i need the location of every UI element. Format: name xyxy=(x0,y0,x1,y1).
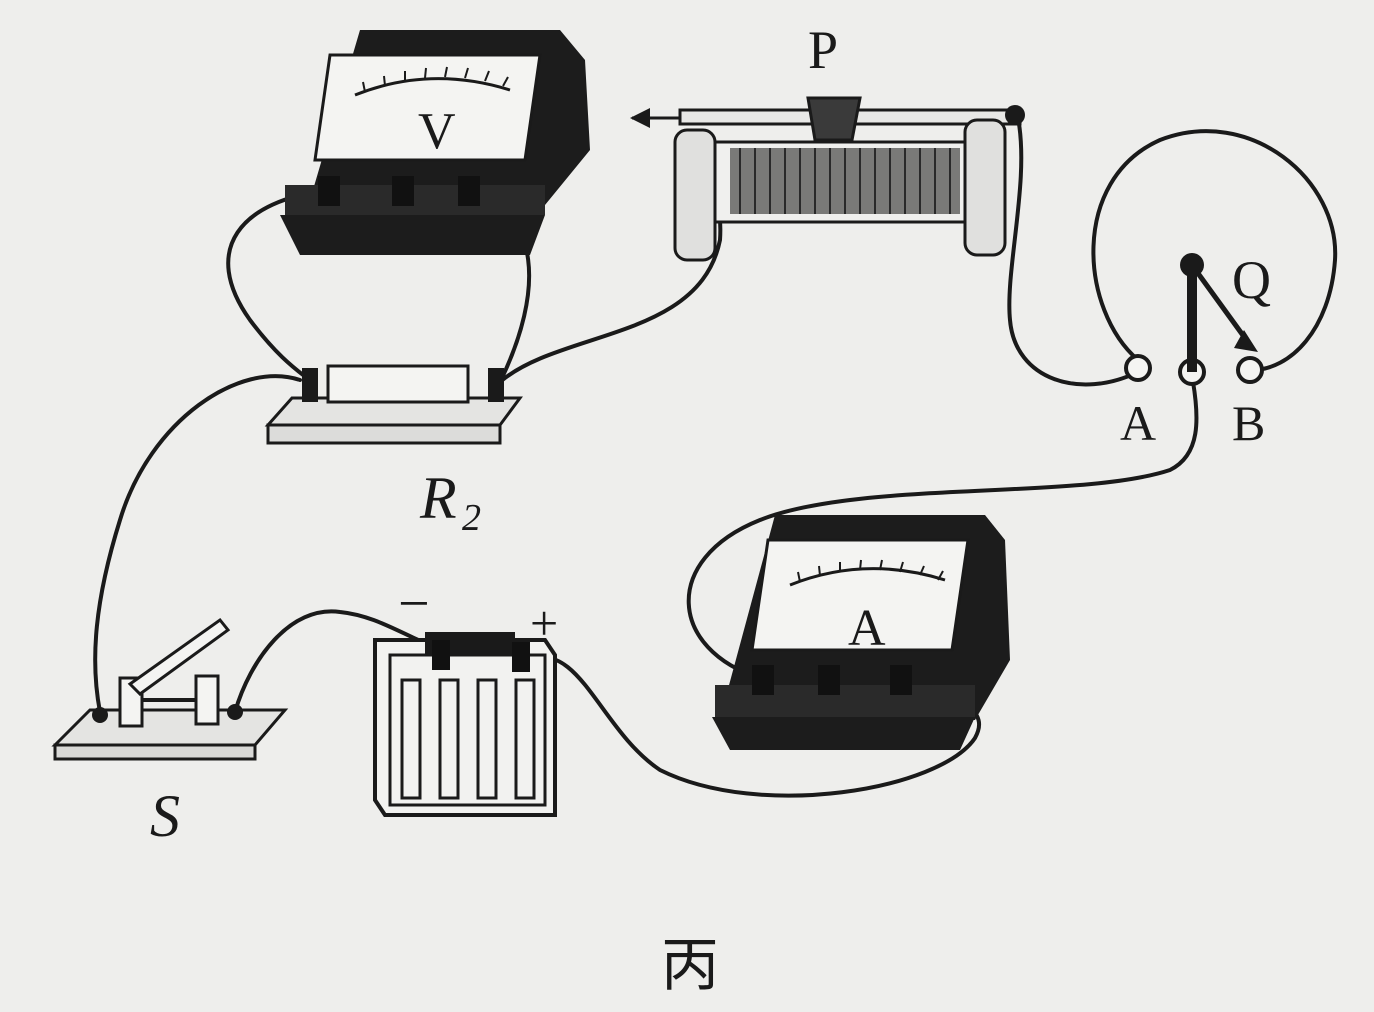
switch-label: S xyxy=(150,783,180,849)
wires xyxy=(93,116,1199,798)
figure-caption: 丙 xyxy=(661,933,719,998)
resistor-subscript: 2 xyxy=(462,497,481,539)
rheostat: P xyxy=(630,20,1025,262)
ammeter: A xyxy=(712,515,1010,750)
resistor-r2: R 2 xyxy=(264,364,523,539)
slider-label: P xyxy=(808,20,838,80)
voltmeter: V xyxy=(280,30,590,255)
terminal-a-label: A xyxy=(1120,395,1156,451)
resistance-loop: Q A B xyxy=(1091,129,1338,451)
switch: S xyxy=(51,617,289,849)
battery-positive-label: + xyxy=(530,595,558,651)
resistor-label: R xyxy=(419,465,457,531)
knob-label: Q xyxy=(1232,250,1271,310)
terminal-b-label: B xyxy=(1232,395,1265,451)
battery: − + xyxy=(373,573,558,817)
battery-negative-label: − xyxy=(398,573,430,635)
voltmeter-label: V xyxy=(418,103,456,160)
ammeter-label: A xyxy=(848,600,886,657)
